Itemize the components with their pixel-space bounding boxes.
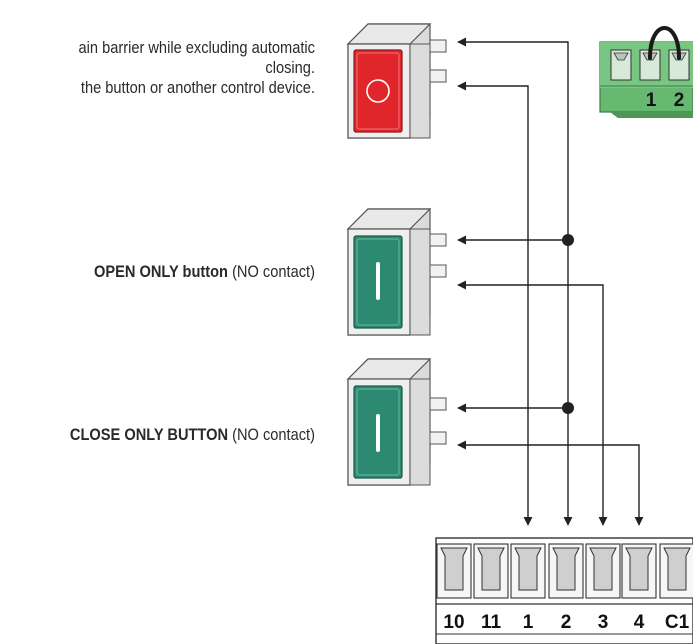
close-button-device: [346, 358, 447, 486]
close-button-label: CLOSE ONLY BUTTON (NO contact): [70, 425, 315, 445]
jumper-label-1: 1: [646, 90, 657, 111]
stop-description-line-1: ain barrier while excluding automatic: [78, 38, 315, 57]
terminal-screw: [477, 547, 505, 591]
terminal-label-4: 4: [634, 612, 645, 633]
jumper-terminal-block: 1 2: [599, 26, 693, 118]
wires: [457, 37, 644, 526]
main-terminal-block: 10 11 1 2 3 4 C1: [435, 537, 693, 644]
wire-terminal-4: [457, 440, 644, 526]
terminal-screw: [663, 547, 691, 591]
wire-terminal-3: [457, 280, 608, 526]
terminal-screw: [625, 547, 653, 591]
open-button-device: [346, 208, 447, 336]
stop-symbol-icon: [366, 79, 390, 103]
terminal-label-10: 10: [443, 612, 464, 633]
close-button-label-rest: (NO contact): [232, 425, 315, 444]
terminal-label-1: 1: [523, 612, 534, 633]
junction-dot-open: [562, 234, 574, 246]
terminal-screw: [589, 547, 617, 591]
terminal-screw: [514, 547, 542, 591]
stop-button-device: [346, 23, 447, 139]
open-button-label: OPEN ONLY button (NO contact): [94, 262, 315, 282]
wire-terminal-1: [457, 81, 533, 526]
terminal-screw: [552, 547, 580, 591]
junction-dot-close: [562, 402, 574, 414]
wire-terminal-2: [457, 37, 573, 526]
open-button-label-bold: OPEN ONLY button: [94, 262, 229, 281]
close-button-label-bold: CLOSE ONLY BUTTON: [69, 425, 229, 444]
stop-button-face: [353, 49, 403, 133]
open-button-label-rest: (NO contact): [232, 262, 315, 281]
terminal-label-3: 3: [598, 612, 609, 633]
stop-description-line-3: the button or another control device.: [80, 78, 316, 97]
stop-description-line-2: closing.: [265, 58, 315, 77]
terminal-label-11: 11: [481, 612, 502, 633]
open-symbol-icon: [376, 262, 380, 300]
jumper-wire: [648, 26, 681, 60]
terminal-label-2: 2: [561, 612, 572, 633]
terminal-screw: [440, 547, 468, 591]
terminal-label-c1: C1: [665, 612, 690, 633]
close-symbol-icon: [376, 414, 380, 452]
stop-button-description: ain barrier while excluding automatic cl…: [79, 38, 315, 98]
jumper-label-2: 2: [674, 90, 685, 111]
